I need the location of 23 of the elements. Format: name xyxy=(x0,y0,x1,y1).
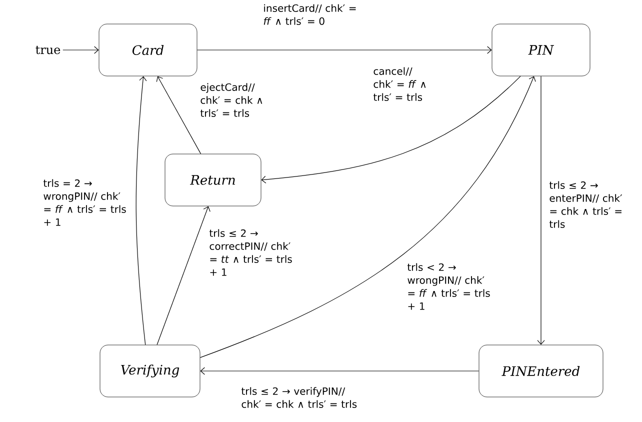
transition-arrow xyxy=(156,76,202,154)
transition-arrow xyxy=(200,367,480,375)
transition-arrow xyxy=(136,76,147,346)
transition-arrow xyxy=(537,76,545,345)
edge-label: ejectCard// chk′ = chk ∧ trls′ = trls xyxy=(200,83,262,117)
state-box: Card xyxy=(98,24,198,76)
transition-arrow xyxy=(156,206,210,346)
edge-label: cancel// chk′ = ff ∧ trls′ = trls xyxy=(373,67,426,101)
edge-label: insertCard// chk′ = ff ∧ trls′ = 0 xyxy=(264,4,356,25)
transition-arrow xyxy=(200,76,536,358)
state-box: PIN xyxy=(492,24,590,76)
state-box: PINEntered xyxy=(478,344,604,398)
transition-arrow xyxy=(261,76,521,184)
edge-label: trls ≤ 2 → verifyPIN// chk′ = chk ∧ trls′ = trls xyxy=(241,387,357,408)
edge-label: trls ≤ 2 → correctPIN// chk′ = tt ∧ trls′ = trls + 1 xyxy=(209,229,292,276)
transition-arrow xyxy=(62,46,99,54)
state-box: Verifying xyxy=(100,344,200,398)
transition-arrow xyxy=(196,46,492,54)
state-box: Return xyxy=(164,154,262,206)
initial-label: true xyxy=(36,46,60,54)
edge-label: trls ≤ 2 → enterPIN// chk′ = chk ∧ trls′ = trls xyxy=(549,181,622,228)
edge-label: trls = 2 → wrongPIN// chk′ = ff ∧ trls′ = trls + 1 xyxy=(43,179,126,226)
edge-label: trls < 2 → wrongPIN// chk′ = ff ∧ trls′ = trls + 1 xyxy=(407,263,490,310)
